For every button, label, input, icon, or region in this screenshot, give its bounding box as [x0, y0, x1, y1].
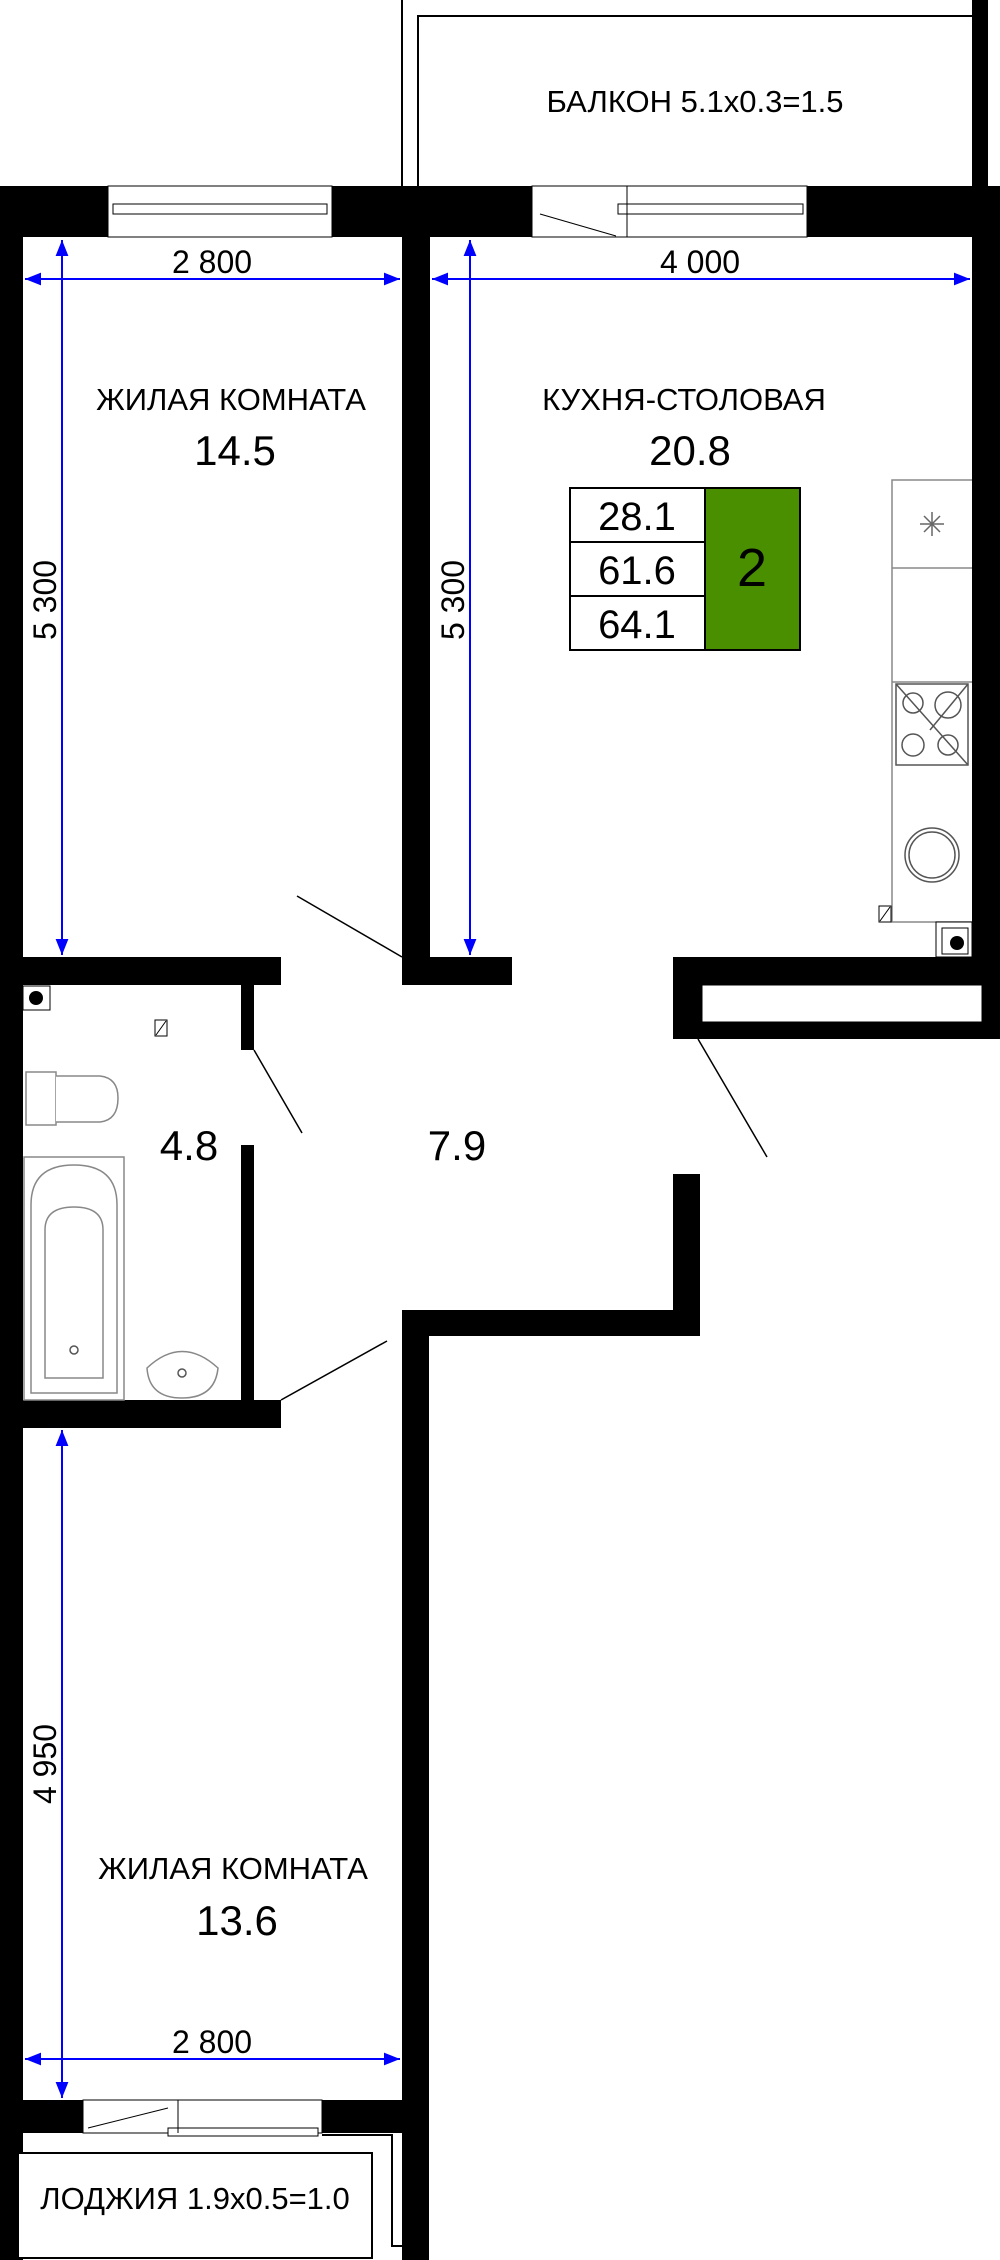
- windows: [82, 185, 808, 2137]
- door-swings: [253, 895, 768, 1401]
- total-area-value: 61.6: [598, 549, 676, 593]
- balcony: БАЛКОН 5.1x0.3=1.5: [401, 0, 988, 186]
- dim-bedroom1-width: 2 800: [172, 244, 252, 280]
- room-area-bedroom1: 14.5: [194, 427, 276, 474]
- toilet-icon: [25, 1071, 57, 1126]
- living-area-value: 28.1: [598, 495, 676, 539]
- rooms-count-badge: [704, 487, 801, 651]
- area-summary-table: 28.1 61.6 64.1 2: [569, 487, 801, 651]
- bathroom-fixtures: [23, 1071, 219, 1401]
- stove-icon: [895, 683, 969, 766]
- dim-kitchen-length: 5 300: [435, 560, 471, 640]
- room-name-kitchen: КУХНЯ-СТОЛОВАЯ: [542, 382, 826, 417]
- kitchen-riser-icon: [935, 921, 973, 958]
- room-name-bedroom2: ЖИЛАЯ КОМНАТА: [98, 1851, 368, 1886]
- kitchen-small-box-icon: [878, 905, 892, 923]
- vent-asterisk-icon: [920, 512, 944, 536]
- dimension-lines: [25, 240, 970, 2098]
- room-area-kitchen: 20.8: [649, 427, 731, 474]
- room-area-bedroom2: 13.6: [196, 1897, 278, 1944]
- loggia: ЛОДЖИЯ 1.9x0.5=1.0: [0, 2134, 402, 2259]
- dim-bedroom2-width: 2 800: [172, 2024, 252, 2060]
- loggia-label: ЛОДЖИЯ 1.9x0.5=1.0: [40, 2181, 350, 2216]
- room-area-hallway: 7.9: [428, 1122, 486, 1169]
- total-with-balconies-value: 64.1: [598, 603, 676, 647]
- bath-vent-icon: [22, 985, 51, 1011]
- rooms-count-value: 2: [737, 538, 767, 598]
- niche: [701, 984, 983, 1023]
- kitchen-counter: [891, 479, 972, 923]
- walls: [0, 186, 1000, 2260]
- room-name-bedroom1: ЖИЛАЯ КОМНАТА: [96, 382, 366, 417]
- dim-bedroom2-length: 4 950: [27, 1724, 63, 1804]
- bath-small-box-icon: [154, 1019, 168, 1037]
- room-area-bathroom: 4.8: [160, 1122, 218, 1169]
- dim-bedroom1-length: 5 300: [27, 560, 63, 640]
- balcony-label: БАЛКОН 5.1x0.3=1.5: [546, 84, 843, 119]
- sink-icon: [904, 827, 960, 883]
- dim-kitchen-width: 4 000: [660, 244, 740, 280]
